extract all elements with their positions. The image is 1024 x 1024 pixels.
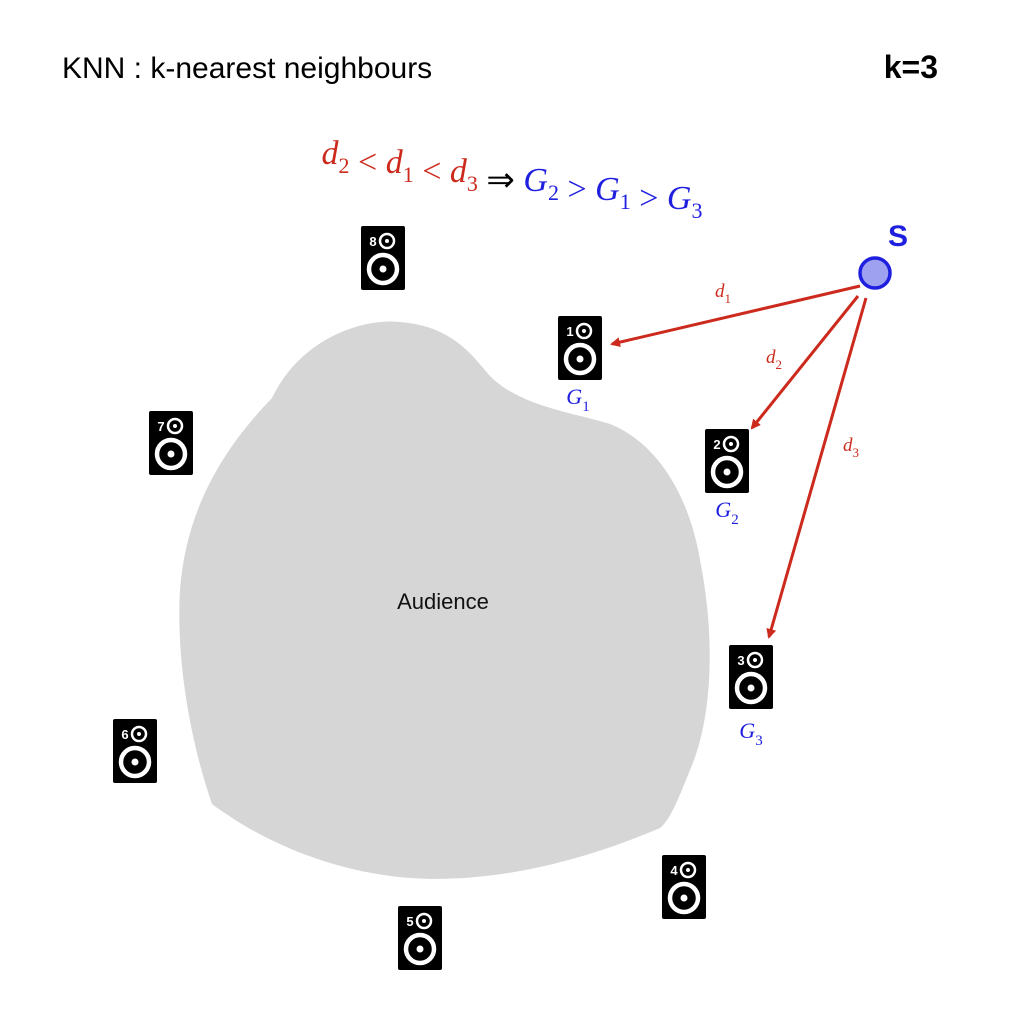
speaker-woofer — [734, 671, 768, 705]
formula-distance-symbol: d — [322, 135, 340, 172]
speaker-7: 7 — [149, 411, 193, 475]
speaker-tweeter — [415, 912, 433, 930]
group-label-2: G2 — [715, 497, 738, 528]
speaker-number: 5 — [406, 914, 413, 929]
speaker-3: 3G3 — [729, 645, 773, 749]
speaker-5: 5 — [398, 906, 442, 970]
speaker-woofer — [118, 745, 152, 779]
distance-arrow-1 — [610, 284, 861, 348]
speaker-tweeter — [722, 435, 740, 453]
speaker-number: 4 — [670, 863, 678, 878]
diagram-title: KNN : k-nearest neighbours — [62, 52, 432, 85]
speaker-2: 2G2 — [705, 429, 749, 528]
formula-group-symbol: G — [523, 162, 548, 199]
group-label-3: G3 — [739, 718, 762, 749]
formula-distance-symbol: d — [386, 144, 404, 181]
formula-group-subscript: 1 — [620, 189, 631, 214]
formula: d2 < d1 < d3 ⇒ G2 > G1 > G3 — [322, 135, 703, 223]
formula-text: d2 < d1 < d3 ⇒ G2 > G1 > G3 — [322, 135, 703, 223]
audience-area — [179, 321, 710, 879]
speaker-woofer — [710, 455, 744, 489]
speaker-tweeter — [166, 417, 184, 435]
distance-label-2: d2 — [766, 347, 782, 372]
speaker-number: 2 — [713, 437, 720, 452]
speaker-tweeter — [378, 232, 396, 250]
formula-implies: ⇒ — [478, 162, 524, 199]
speaker-number: 7 — [157, 419, 164, 434]
speakers: 1G1 2G2 3G3 4 5 6 7 8 — [113, 226, 773, 970]
formula-distance-subscript: 1 — [403, 162, 414, 187]
speaker-number: 6 — [121, 727, 128, 742]
group-label-1: G1 — [566, 384, 589, 415]
speaker-number: 3 — [737, 653, 744, 668]
speaker-tweeter — [575, 322, 593, 340]
source-point — [858, 256, 892, 290]
distance-label-3: d3 — [843, 435, 859, 460]
speaker-1: 1G1 — [558, 316, 602, 415]
formula-group-symbol: G — [667, 180, 692, 217]
speaker-tweeter — [130, 725, 148, 743]
audience-label: Audience — [397, 589, 489, 614]
speaker-4: 4 — [662, 855, 706, 919]
formula-group-subscript: 2 — [548, 180, 559, 205]
formula-distance-subscript: 3 — [467, 171, 478, 196]
speaker-woofer — [154, 437, 188, 471]
formula-operator: > — [631, 180, 667, 217]
speaker-woofer — [563, 342, 597, 376]
speaker-6: 6 — [113, 719, 157, 783]
speaker-woofer — [366, 252, 400, 286]
speaker-number: 8 — [369, 234, 376, 249]
formula-group-symbol: G — [595, 171, 620, 208]
distance-arrow-3 — [766, 297, 868, 639]
distance-arrows: d1 d2 d3 — [610, 281, 868, 639]
speaker-8: 8 — [361, 226, 405, 290]
distance-arrow-2 — [750, 295, 860, 430]
formula-group-subscript: 3 — [691, 198, 702, 223]
formula-operator: < — [414, 153, 450, 190]
speaker-tweeter — [679, 861, 697, 879]
source-label: S — [888, 220, 908, 253]
formula-distance-symbol: d — [450, 153, 468, 190]
formula-operator: < — [350, 144, 386, 181]
speaker-woofer — [403, 932, 437, 966]
k-value-label: k=3 — [884, 49, 938, 85]
formula-operator: > — [559, 171, 595, 208]
formula-distance-subscript: 2 — [339, 153, 350, 178]
speaker-tweeter — [746, 651, 764, 669]
distance-label-1: d1 — [715, 281, 731, 306]
speaker-woofer — [667, 881, 701, 915]
speaker-number: 1 — [566, 324, 573, 339]
